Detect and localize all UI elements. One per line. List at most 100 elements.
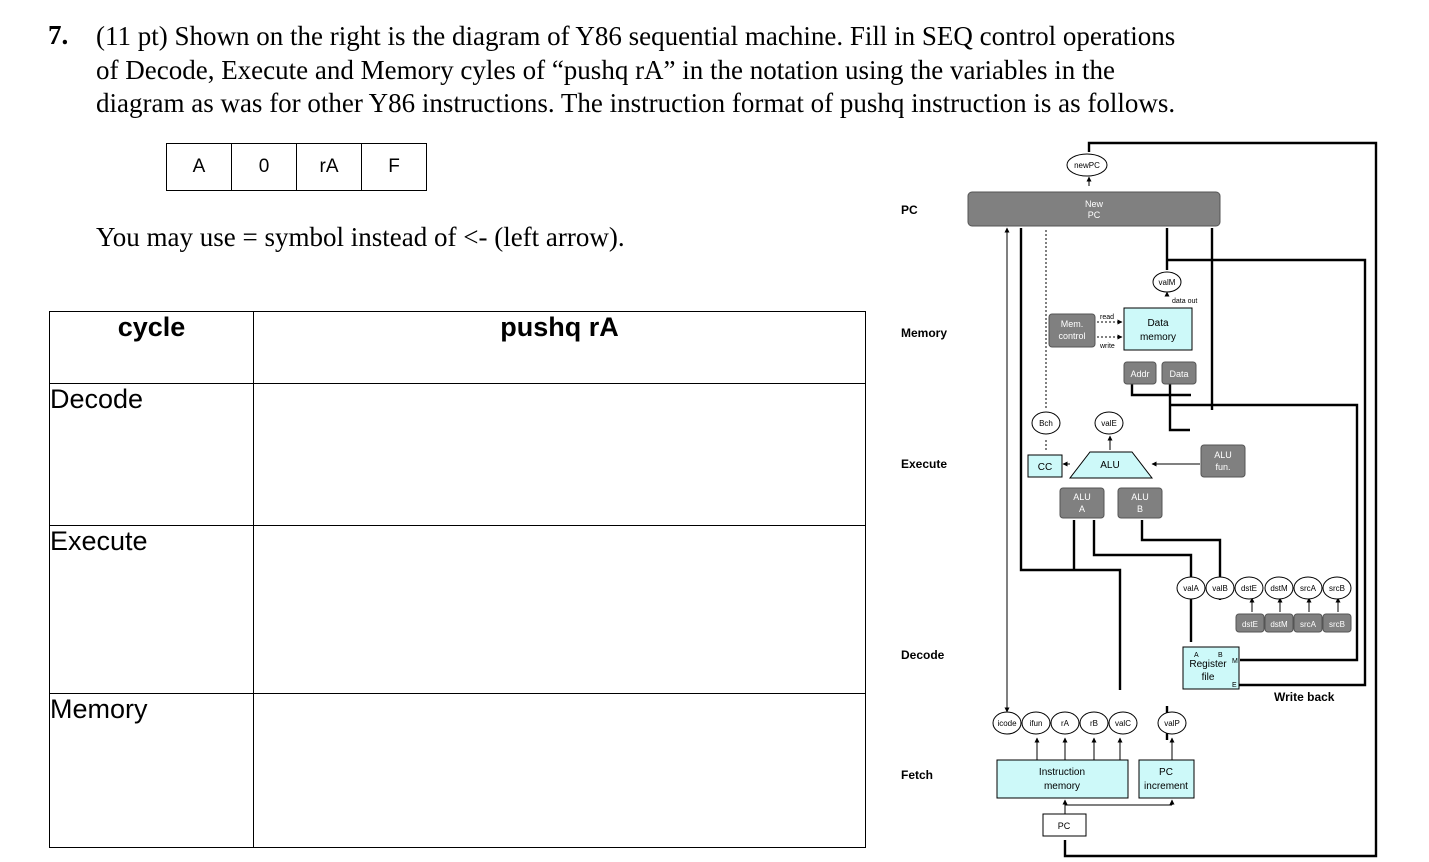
reg-input-dste: [1235, 613, 1265, 633]
signal-rb: rB: [1090, 719, 1098, 728]
stage-label-pc: PC: [901, 203, 918, 217]
pc-register-block: [1042, 813, 1087, 837]
signal-bch: Bch: [1039, 419, 1053, 428]
format-field-icode: A: [166, 143, 232, 191]
data-out-label: data out: [1172, 298, 1197, 305]
alu-a-block: [1059, 487, 1105, 519]
write-label: write: [1099, 343, 1115, 350]
wire-newpc-loop: [1063, 141, 1378, 858]
alu-fun-block: [1200, 444, 1246, 478]
cc-block: [1027, 454, 1063, 478]
question-text: (11 pt) Shown on the right is the diagra…: [96, 20, 1306, 121]
new-pc-block: [967, 191, 1221, 227]
new-pc-label: PC: [1088, 210, 1101, 220]
alu-fun-label: ALU: [1214, 450, 1232, 460]
stage-label-fetch: Fetch: [901, 768, 933, 782]
reg-input-label: dstM: [1270, 620, 1288, 629]
signal-ra: rA: [1061, 719, 1070, 728]
alu-a-label: A: [1079, 504, 1085, 514]
data-memory-block: [1123, 307, 1193, 351]
format-field-rb: F: [361, 143, 427, 191]
signal-valb: valB: [1212, 584, 1228, 593]
stage-label-decode: Decode: [901, 648, 945, 662]
pc-increment-label: increment: [1144, 781, 1188, 792]
alu-fun-label: fun.: [1215, 462, 1230, 472]
signal-ifun: ifun: [1030, 719, 1043, 728]
reg-input-label: srcA: [1300, 620, 1317, 629]
row-label-execute: Execute: [49, 525, 254, 694]
data-label: Data: [1169, 369, 1188, 379]
alu-b-block: [1117, 487, 1163, 519]
answer-cell-memory[interactable]: [253, 693, 866, 848]
signal-newpc: newPC: [1074, 161, 1100, 170]
signal-dstm: dstM: [1270, 584, 1288, 593]
seq-diagram: PC Memory Execute Decode Fetch Write bac…: [901, 141, 1378, 858]
addr-block: [1123, 361, 1157, 385]
mem-control-block: [1048, 313, 1096, 348]
pc-increment-label: PC: [1159, 767, 1173, 778]
format-field-ifun: 0: [231, 143, 297, 191]
wire-data: [1168, 380, 1190, 432]
alu-a-label: ALU: [1073, 492, 1091, 502]
signal-dste: dstE: [1241, 584, 1257, 593]
wire-valb: [1140, 520, 1222, 600]
addr-label: Addr: [1130, 369, 1149, 379]
reg-input-dstm: [1264, 613, 1294, 633]
register-file-block: [1182, 646, 1240, 690]
port-b-label: B: [1218, 652, 1223, 659]
wire-valm-writeback: [1167, 258, 1367, 687]
instruction-memory-block: [996, 759, 1129, 799]
signal-icode: icode: [997, 719, 1017, 728]
register-file-label: Register: [1189, 659, 1227, 670]
header-cycle: cycle: [49, 311, 254, 384]
answer-cell-decode[interactable]: [253, 383, 866, 526]
pc-register-label: PC: [1058, 821, 1071, 831]
cc-label: CC: [1038, 462, 1052, 473]
reg-input-label: srcB: [1329, 620, 1345, 629]
signal-valm: valM: [1159, 278, 1176, 287]
port-e-label: E: [1232, 682, 1237, 689]
question-line: (11 pt) Shown on the right is the diagra…: [96, 21, 1176, 51]
alu-label: ALU: [1100, 460, 1119, 471]
data-memory-label: Data: [1147, 318, 1169, 329]
stage-label-memory: Memory: [901, 326, 947, 340]
row-label-memory: Memory: [49, 693, 254, 848]
note-text: You may use = symbol instead of <- (left…: [96, 222, 625, 252]
signal-srca: srcA: [1300, 584, 1317, 593]
question-line: diagram as was for other Y86 instruction…: [96, 88, 1176, 118]
answer-cell-execute[interactable]: [253, 525, 866, 694]
reg-input-label: dstE: [1242, 620, 1258, 629]
wire-addr: [1130, 380, 1191, 397]
data-block: [1161, 361, 1197, 385]
mem-control-label: Mem.: [1061, 319, 1084, 329]
write-back-label: Write back: [1274, 690, 1335, 704]
instruction-memory-label: Instruction: [1039, 767, 1085, 778]
register-file-label: file: [1202, 672, 1215, 683]
reg-input-srcb: [1322, 613, 1352, 633]
stage-label-execute: Execute: [901, 457, 947, 471]
answer-table: cycle pushq rA Decode Execute Memory: [49, 311, 866, 848]
signal-vala: valA: [1183, 584, 1199, 593]
instruction-memory-label: memory: [1044, 781, 1080, 792]
question-line: of Decode, Execute and Memory cyles of “…: [96, 54, 1115, 85]
alu-block: [1068, 451, 1154, 479]
signal-valp: valP: [1164, 719, 1180, 728]
instruction-format-table: A 0 rA F: [166, 143, 427, 191]
wire-vale-writeback: [1170, 403, 1359, 662]
alu-b-label: ALU: [1131, 492, 1149, 502]
pc-increment-block: [1138, 759, 1195, 799]
row-label-decode: Decode: [49, 383, 254, 526]
signal-valc: valC: [1115, 719, 1131, 728]
port-a-label: A: [1194, 652, 1199, 659]
reg-input-srca: [1293, 613, 1323, 633]
read-label: read: [1100, 314, 1114, 321]
format-field-ra: rA: [296, 143, 362, 191]
mem-control-label: control: [1058, 331, 1085, 341]
signal-vale: valE: [1101, 419, 1117, 428]
port-m-label: M: [1232, 658, 1238, 665]
new-pc-label: New: [1085, 199, 1104, 209]
signal-srcb: srcB: [1329, 584, 1345, 593]
header-instruction: pushq rA: [253, 311, 866, 384]
question-number: 7.: [48, 20, 69, 50]
wire-valc: [1019, 228, 1122, 690]
